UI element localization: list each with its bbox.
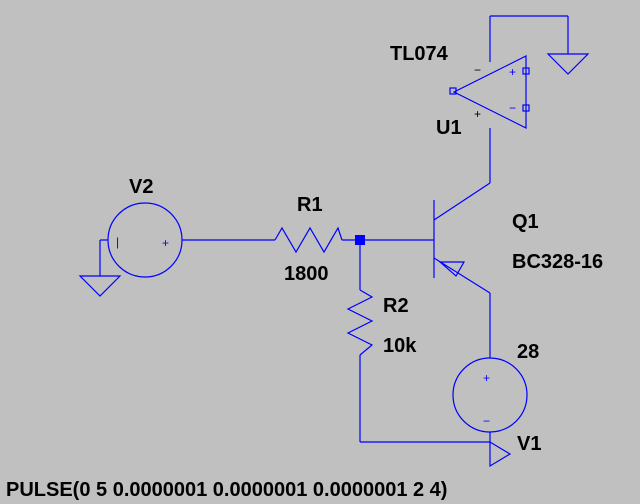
opamp-u1-vplus-label: − xyxy=(474,63,481,77)
resistor-r2-value: 10k xyxy=(383,335,417,357)
source-v2-ref: V2 xyxy=(129,176,153,198)
source-v2: | + V2 xyxy=(107,176,183,278)
opamp-u1-plus-label: + xyxy=(509,65,516,79)
resistor-r1-body xyxy=(274,226,343,254)
source-v1-value: 28 xyxy=(517,341,539,363)
source-v1-minus: − xyxy=(483,414,490,428)
resistor-r2: R2 10k xyxy=(346,289,417,357)
resistor-r1-value: 1800 xyxy=(284,263,329,285)
source-v2-plus: + xyxy=(162,236,169,250)
resistor-r1: R1 1800 xyxy=(274,194,343,285)
opamp-u1-vminus-label: + xyxy=(474,107,481,121)
source-v1-body xyxy=(452,357,528,433)
transistor-q1-emitter xyxy=(433,257,491,294)
wires xyxy=(99,15,569,443)
ground-symbol-top xyxy=(546,53,590,75)
opamp-u1-minus-pin xyxy=(522,104,530,112)
source-v2-minus: | xyxy=(116,235,119,249)
ground-symbol-v2 xyxy=(78,275,122,297)
opamp-u1-output-pin xyxy=(449,87,457,95)
transistor-q1: Q1 BC328-16 xyxy=(433,182,603,294)
resistor-r1-ref: R1 xyxy=(297,194,323,216)
source-v2-body xyxy=(107,202,183,278)
junction-dot xyxy=(355,235,365,245)
transistor-q1-emitter-arrow xyxy=(438,261,466,277)
opamp-u1-ref: U1 xyxy=(436,117,462,139)
resistor-r2-body xyxy=(346,289,374,356)
source-v1-plus: + xyxy=(483,371,490,385)
opamp-u1: + − − + TL074 U1 xyxy=(390,43,530,139)
source-v2-value: PULSE(0 5 0.0000001 0.0000001 0.0000001 … xyxy=(6,479,447,501)
source-v1: + − 28 V1 xyxy=(452,341,541,455)
source-v1-ref: V1 xyxy=(517,433,541,455)
opamp-u1-body xyxy=(452,55,527,129)
transistor-q1-ref: Q1 xyxy=(512,211,539,233)
transistor-q1-collector xyxy=(433,182,491,221)
opamp-u1-model: TL074 xyxy=(390,43,449,65)
opamp-u1-plus-pin xyxy=(522,67,530,75)
transistor-q1-model: BC328-16 xyxy=(512,251,603,273)
ground-symbol-v1 xyxy=(489,440,512,468)
resistor-r2-ref: R2 xyxy=(383,295,409,317)
opamp-u1-minus-label: − xyxy=(509,101,516,115)
